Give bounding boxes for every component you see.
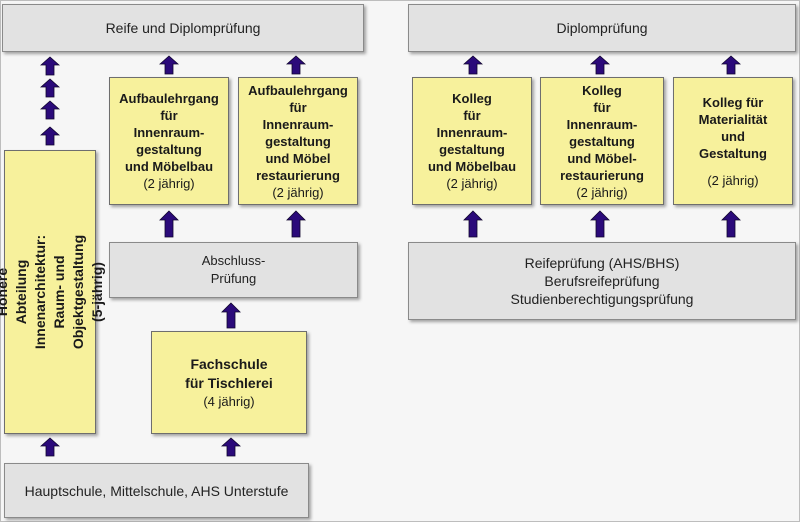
hoehere-abteilung-line2: Innenarchitektur:	[32, 234, 49, 350]
hoehere-abteilung-text: Höhere Abteilung Innenarchitektur: Raum-…	[0, 150, 105, 434]
up-arrow-icon	[590, 210, 610, 238]
kolleg-materialitaet-title: Kolleg für Materialität und Gestaltung	[698, 94, 768, 161]
up-arrow-icon	[40, 100, 60, 120]
reifepruefung-line3: Studienberechtigungsprüfung	[510, 291, 694, 307]
reifepruefung-line1: Reifeprüfung (AHS/BHS)	[524, 255, 680, 271]
up-arrow-icon	[286, 210, 306, 238]
diplompruefung-box: Diplomprüfung	[408, 4, 796, 52]
up-arrow-icon	[590, 55, 610, 75]
reifepruefung-box: Reifeprüfung (AHS/BHS) Berufsreifeprüfun…	[408, 242, 796, 320]
hauptschule-label: Hauptschule, Mittelschule, AHS Unterstuf…	[24, 482, 289, 499]
hoehere-abteilung-line1: Höhere Abteilung	[0, 259, 30, 325]
aufbaulehrgang-moebelbau-title: Aufbaulehrgang für Innenraum- gestaltung…	[119, 91, 219, 174]
aufbaulehrgang-restaurierung-box: Aufbaulehrgang für Innenraum- gestaltung…	[238, 77, 358, 205]
up-arrow-icon	[221, 437, 241, 457]
abschluss-line2: Prüfung	[210, 271, 257, 286]
up-arrow-icon	[721, 210, 741, 238]
aufbaulehrgang-restaurierung-title: Aufbaulehrgang für Innenraum- gestaltung…	[248, 82, 348, 183]
abschluss-pruefung-box: Abschluss- Prüfung	[109, 242, 358, 298]
up-arrow-icon	[40, 56, 60, 76]
kolleg-restaurierung-duration: (2 jährig)	[576, 184, 628, 200]
kolleg-moebelbau-box: Kolleg für Innenraum- gestaltung und Möb…	[412, 77, 532, 205]
up-arrow-icon	[40, 126, 60, 146]
hauptschule-box: Hauptschule, Mittelschule, AHS Unterstuf…	[4, 463, 309, 518]
up-arrow-icon	[463, 55, 483, 75]
up-arrow-icon	[721, 55, 741, 75]
hoehere-abteilung-line4: (5-jährig)	[89, 262, 106, 322]
aufbaulehrgang-moebelbau-duration: (2 jährig)	[143, 176, 195, 191]
fachschule-title: Fachschule für Tischlerei	[185, 356, 273, 391]
kolleg-restaurierung-title: Kolleg für Innenraum- gestaltung und Möb…	[560, 82, 644, 183]
hoehere-abteilung-line3: Raum- und Objektgestaltung	[51, 234, 87, 350]
up-arrow-icon	[40, 437, 60, 457]
up-arrow-icon	[286, 55, 306, 75]
kolleg-restaurierung-box: Kolleg für Innenraum- gestaltung und Möb…	[540, 77, 664, 205]
diplompruefung-label: Diplomprüfung	[556, 20, 648, 36]
kolleg-materialitaet-duration: (2 jährig)	[707, 172, 759, 188]
up-arrow-icon	[40, 78, 60, 98]
fachschule-tischlerei-box: Fachschule für Tischlerei (4 jährig)	[151, 331, 307, 434]
reifepruefung-line2: Berufsreifeprüfung	[544, 273, 660, 289]
up-arrow-icon	[159, 55, 179, 75]
fachschule-duration: (4 jährig)	[203, 394, 255, 409]
kolleg-moebelbau-duration: (2 jährig)	[446, 176, 498, 191]
hoehere-abteilung-box	[4, 150, 96, 434]
aufbaulehrgang-moebelbau-box: Aufbaulehrgang für Innenraum- gestaltung…	[109, 77, 229, 205]
up-arrow-icon	[159, 210, 179, 238]
kolleg-materialitaet-box: Kolleg für Materialität und Gestaltung (…	[673, 77, 793, 205]
up-arrow-icon	[463, 210, 483, 238]
kolleg-moebelbau-title: Kolleg für Innenraum- gestaltung und Möb…	[427, 91, 517, 174]
abschluss-line1: Abschluss-	[201, 253, 266, 268]
reife-diplom-label: Reife und Diplomprüfung	[105, 20, 261, 36]
reife-diplom-box: Reife und Diplomprüfung	[2, 4, 364, 52]
up-arrow-icon	[221, 302, 241, 329]
aufbaulehrgang-restaurierung-duration: (2 jährig)	[272, 184, 324, 200]
